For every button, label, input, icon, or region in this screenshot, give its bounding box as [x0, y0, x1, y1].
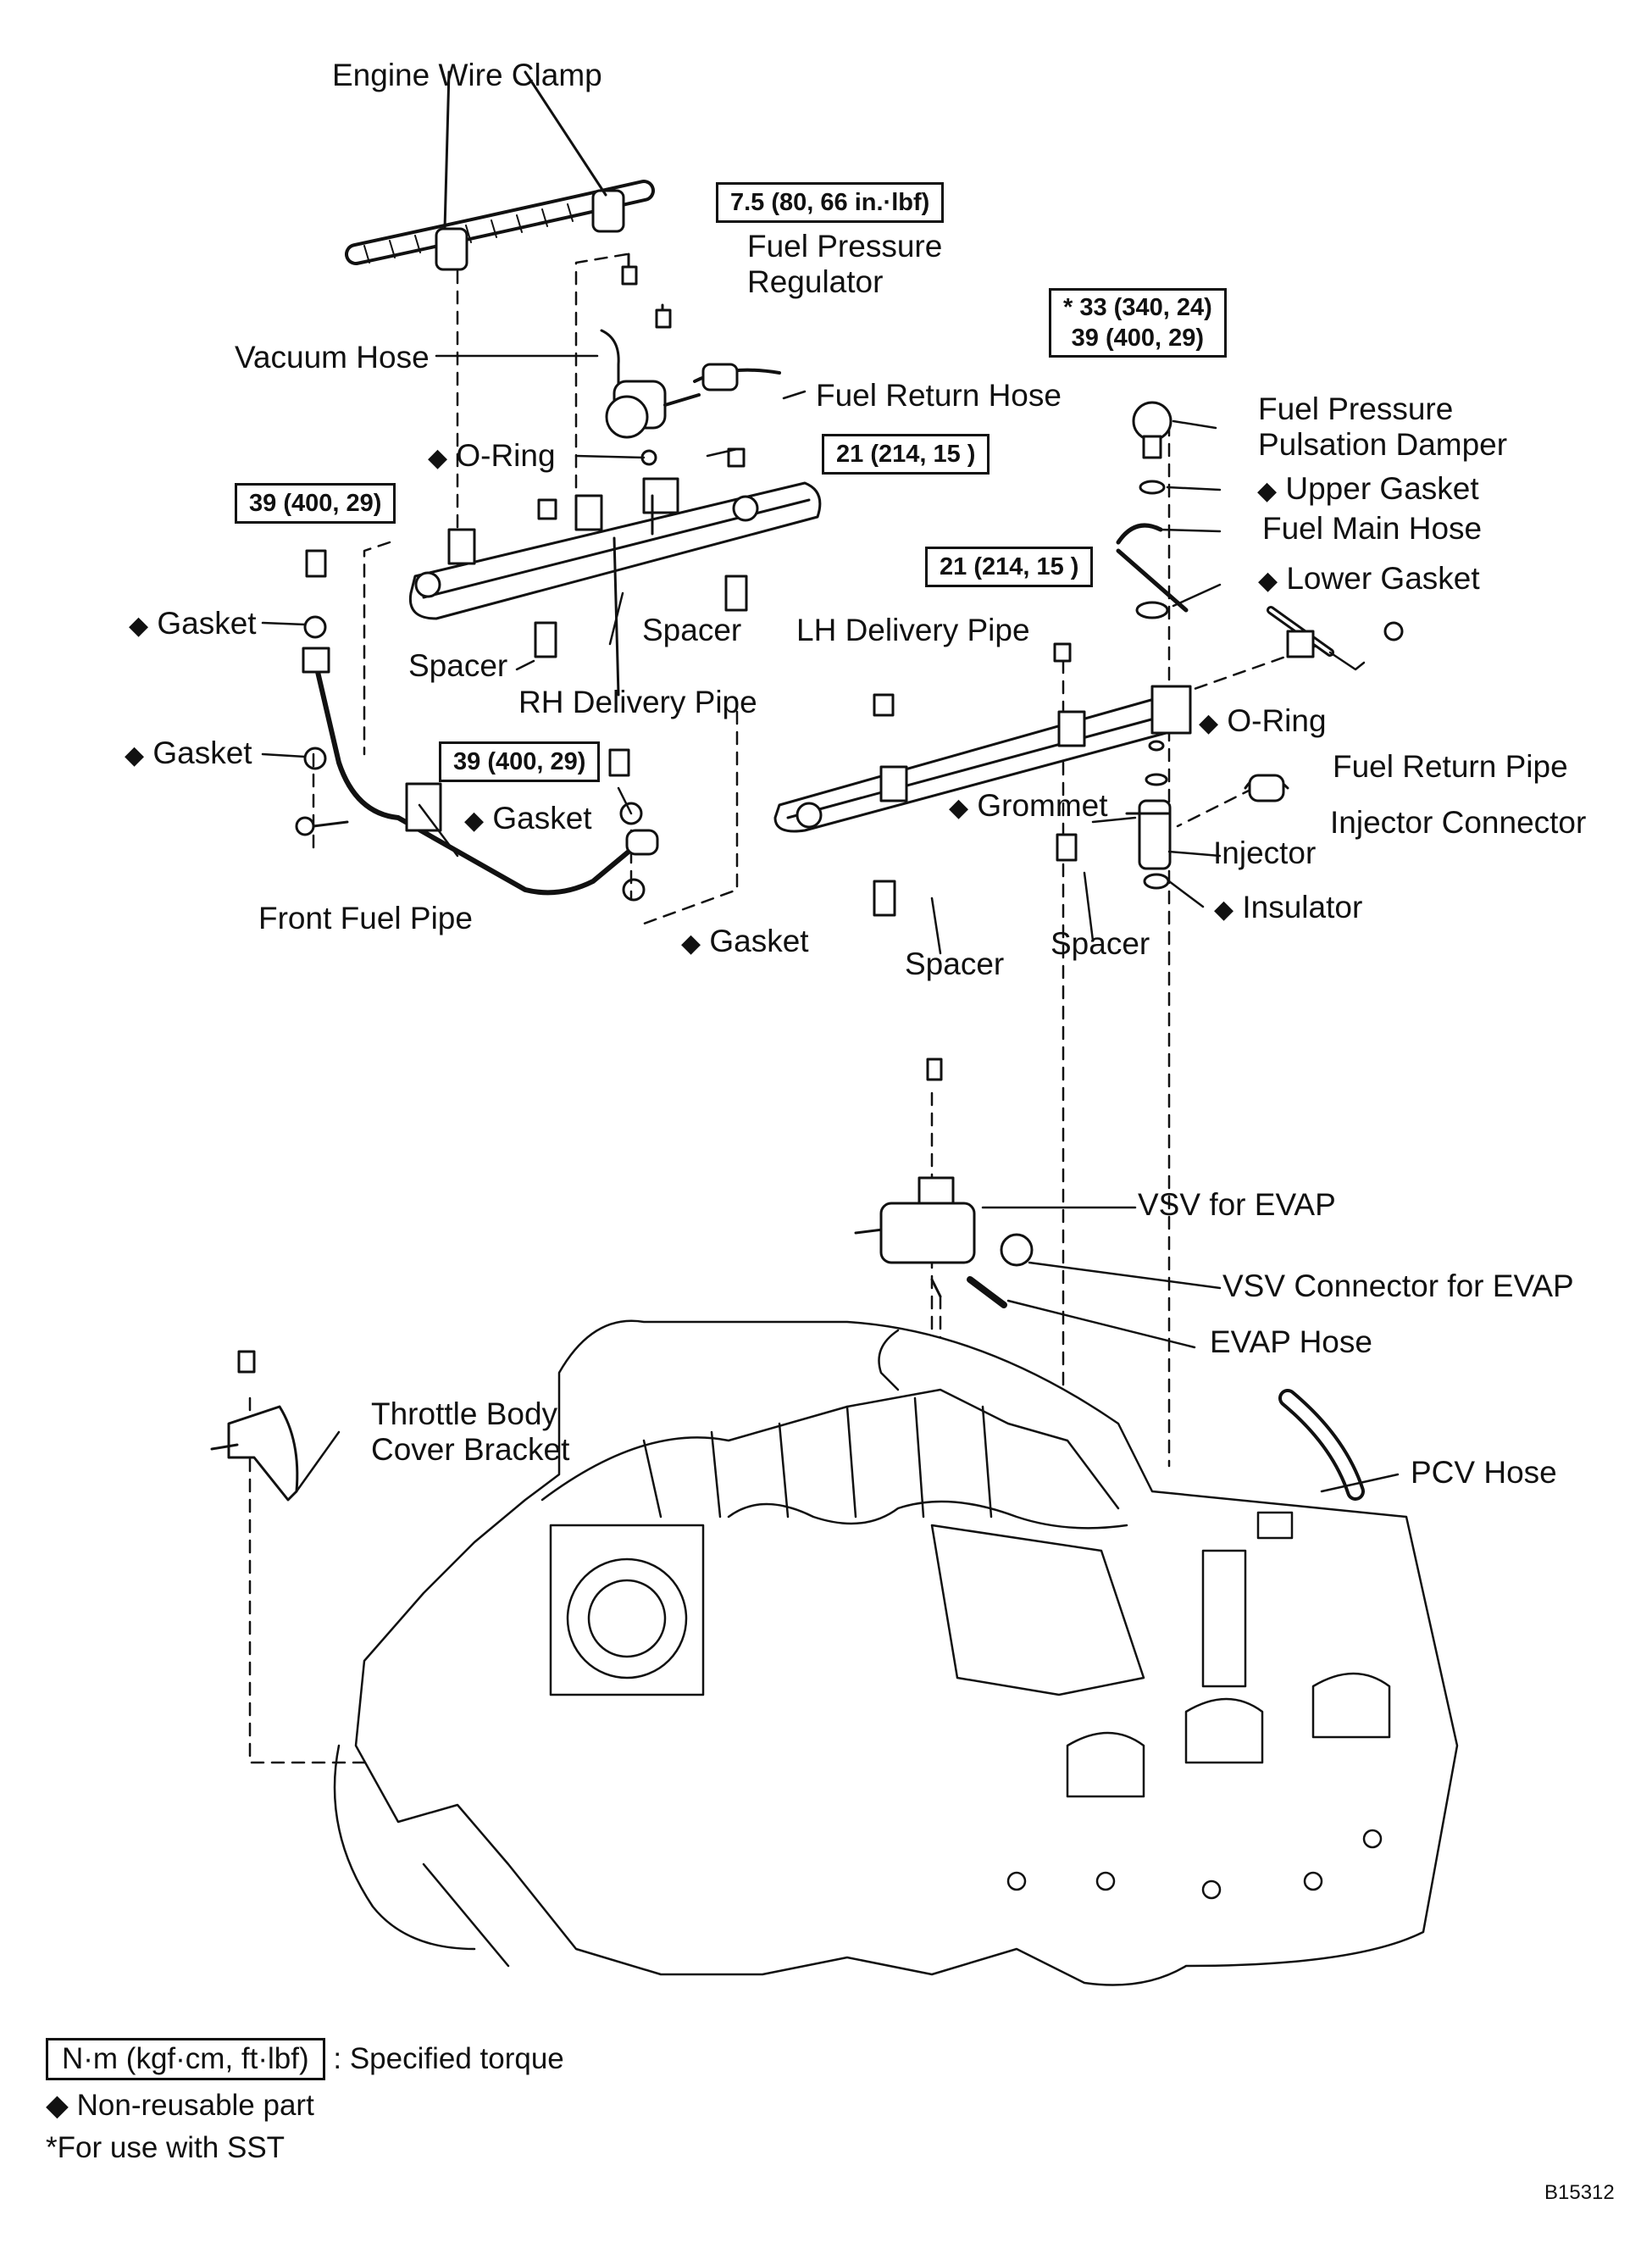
torque-box-damper: * 33 (340, 24) 39 (400, 29) [1049, 288, 1227, 358]
label-fuel-pressure-regulator-2: Regulator [747, 264, 884, 299]
label-injector: Injector [1213, 836, 1317, 870]
non-reusable-mark-icon: ◆ [1214, 896, 1234, 924]
non-reusable-mark-icon: ◆ [1258, 567, 1278, 595]
label-spacer-rh-right: Spacer [642, 613, 742, 647]
throttle-body-cover-bracket-part [210, 1350, 299, 1502]
fuel-pressure-regulator-part [600, 253, 781, 466]
label-rh-delivery-pipe: RH Delivery Pipe [518, 685, 757, 719]
label-gasket-2: ◆ Gasket [125, 736, 252, 770]
torque-box-regulator-bolt: 7.5 (80, 66 in.·lbf) [716, 182, 945, 223]
torque-damper-sst: * 33 (340, 24) [1063, 294, 1212, 321]
torque-damper-standard: 39 (400, 29) [1071, 325, 1205, 352]
label-front-fuel-pipe: Front Fuel Pipe [258, 901, 473, 936]
label-gasket-3: ◆ Gasket [464, 801, 592, 836]
legend-torque-unit-box: N·m (kgf·cm, ft·lbf) [46, 2038, 325, 2080]
label-evap-hose: EVAP Hose [1210, 1324, 1372, 1359]
label-fuel-pressure-pulsation-damper-1: Fuel Pressure [1258, 391, 1454, 426]
lh-delivery-pipe-part [773, 642, 1192, 917]
label-vacuum-hose: Vacuum Hose [235, 340, 430, 375]
leader-lines [261, 354, 1400, 1493]
sst-mark-icon: * [46, 2131, 58, 2164]
rh-delivery-pipe-part [303, 447, 822, 770]
label-insulator: ◆ Insulator [1214, 890, 1363, 924]
torque-box-rh-pipe-bolt: 21 (214, 15 ) [822, 434, 990, 475]
label-gasket-4: ◆ Gasket [681, 924, 809, 958]
label-vsv-connector-for-evap: VSV Connector for EVAP [1222, 1269, 1574, 1303]
legend-sst-text: For use with SST [57, 2131, 285, 2164]
label-engine-wire-clamp: Engine Wire Clamp [332, 58, 602, 92]
label-pcv-hose: PCV Hose [1411, 1455, 1557, 1490]
label-injector-connector: Injector Connector [1330, 805, 1587, 840]
label-throttle-body-cover-bracket-2: Cover Bracket [371, 1432, 570, 1467]
figure-code: B15312 [1544, 2181, 1615, 2204]
engine-assembly [333, 1319, 1459, 1986]
label-lh-delivery-pipe: LH Delivery Pipe [796, 613, 1030, 647]
label-fuel-pressure-regulator-1: Fuel Pressure [747, 229, 943, 264]
label-fuel-main-hose: Fuel Main Hose [1262, 511, 1483, 546]
torque-box-lh-pipe-bolt: 21 (214, 15 ) [925, 547, 1094, 587]
assembly-lines [248, 253, 1323, 1764]
legend-torque-desc: : Specified torque [333, 2042, 564, 2075]
non-reusable-mark-icon: ◆ [125, 741, 145, 769]
label-o-ring-right: ◆ O-Ring [1199, 703, 1327, 738]
non-reusable-mark-icon: ◆ [129, 612, 149, 640]
non-reusable-mark-icon: ◆ [464, 807, 485, 835]
non-reusable-mark-icon: ◆ [1199, 709, 1219, 737]
vsv-for-evap-part [854, 1058, 1034, 1308]
label-fuel-pressure-pulsation-damper-2: Pulsation Damper [1258, 427, 1508, 462]
label-vsv-for-evap: VSV for EVAP [1138, 1187, 1336, 1222]
non-reusable-mark-icon: ◆ [428, 444, 448, 472]
legend-specified-torque: N·m (kgf·cm, ft·lbf) : Specified torque [46, 2038, 564, 2080]
non-reusable-mark-icon: ◆ [681, 930, 701, 958]
non-reusable-mark-icon: ◆ [949, 794, 969, 822]
label-grommet: ◆ Grommet [949, 788, 1108, 823]
legend-sst: *For use with SST [46, 2131, 285, 2165]
label-lower-gasket: ◆ Lower Gasket [1258, 561, 1480, 596]
label-fuel-return-pipe: Fuel Return Pipe [1333, 749, 1568, 784]
fuel-pressure-pulsation-damper-part [1116, 401, 1404, 658]
label-upper-gasket: ◆ Upper Gasket [1257, 471, 1479, 506]
engine-wire-clamp-part [345, 70, 655, 271]
label-gasket-1: ◆ Gasket [129, 606, 257, 641]
label-throttle-body-cover-bracket-1: Throttle Body [371, 1396, 558, 1431]
label-o-ring-top: ◆ O-Ring [428, 438, 556, 473]
front-fuel-pipe-part [295, 647, 659, 902]
legend-non-reusable: ◆ Non-reusable part [46, 2089, 314, 2123]
label-fuel-return-hose: Fuel Return Hose [816, 378, 1062, 413]
label-spacer-lh-left: Spacer [905, 947, 1005, 981]
torque-box-front-pipe-bolt-mid: 39 (400, 29) [439, 741, 601, 782]
label-spacer-rh-left: Spacer [408, 648, 508, 683]
legend-non-reusable-text: Non-reusable part [76, 2089, 314, 2122]
non-reusable-mark-icon: ◆ [46, 2089, 69, 2122]
non-reusable-mark-icon: ◆ [1257, 477, 1278, 505]
label-spacer-lh-right: Spacer [1051, 926, 1150, 961]
torque-box-front-pipe-bolt-left: 39 (400, 29) [235, 483, 396, 524]
injector-part [1125, 740, 1289, 890]
